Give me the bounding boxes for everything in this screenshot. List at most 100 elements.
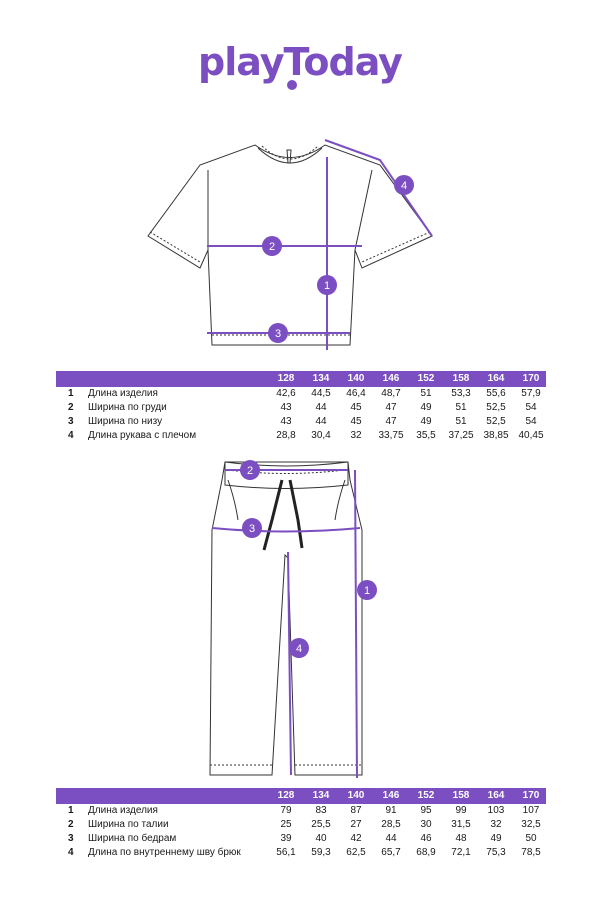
size-header: 140 xyxy=(347,790,365,801)
pants-marker-2-label: 2 xyxy=(247,465,253,477)
table-cell: 49 xyxy=(420,416,432,427)
table-cell: 51 xyxy=(455,402,467,413)
table-cell: 50 xyxy=(525,833,537,844)
table-cell: 62,5 xyxy=(346,847,366,858)
table-row: 1 Длина изделия 79 83 87 91 95 99 103 10… xyxy=(56,804,546,818)
tshirt-marker-4 xyxy=(394,175,414,195)
table-cell: 55,6 xyxy=(486,388,506,399)
tshirt-marker-4-label: 4 xyxy=(401,180,407,192)
tshirt-marker-1-label: 1 xyxy=(324,280,330,292)
table-cell: 32,5 xyxy=(521,819,541,830)
tshirt-marker-2-label: 2 xyxy=(269,241,275,253)
row-label: Длина изделия xyxy=(88,805,158,816)
table-cell: 72,1 xyxy=(451,847,471,858)
table-cell: 31,5 xyxy=(451,819,471,830)
pants-outline xyxy=(209,461,363,776)
size-header: 158 xyxy=(452,790,470,801)
table-cell: 28,5 xyxy=(381,819,401,830)
size-header: 134 xyxy=(312,373,330,384)
row-number: 2 xyxy=(68,819,74,830)
table-cell: 40,45 xyxy=(518,430,544,441)
row-number: 3 xyxy=(68,416,74,427)
pants-marker-3 xyxy=(242,518,262,538)
row-label: Ширина по низу xyxy=(88,416,163,427)
table-cell: 49 xyxy=(490,833,502,844)
table-cell: 52,5 xyxy=(486,416,506,427)
brand-logo: playToday xyxy=(198,40,403,84)
table-cell: 40 xyxy=(315,833,327,844)
tshirt-sleeve-line xyxy=(324,139,433,237)
size-header: 146 xyxy=(382,373,400,384)
size-header: 134 xyxy=(312,790,330,801)
size-header: 170 xyxy=(522,373,540,384)
row-number: 1 xyxy=(68,805,74,816)
table-cell: 107 xyxy=(522,805,540,816)
row-label: Ширина по бедрам xyxy=(88,833,177,844)
table-cell: 42,6 xyxy=(276,388,296,399)
size-header: 158 xyxy=(452,373,470,384)
table-cell: 46 xyxy=(420,833,432,844)
table-cell: 87 xyxy=(350,805,362,816)
table-row: 4 Длина по внутреннему шву брюк 56,1 59,… xyxy=(56,846,546,860)
logo-dot xyxy=(287,80,297,90)
pants-marker-1 xyxy=(357,580,377,600)
table-cell: 75,3 xyxy=(486,847,506,858)
size-header: 164 xyxy=(487,373,505,384)
table-cell: 28,8 xyxy=(276,430,296,441)
row-label: Ширина по груди xyxy=(88,402,167,413)
row-number: 3 xyxy=(68,833,74,844)
table-cell: 25,5 xyxy=(311,819,331,830)
table-cell: 91 xyxy=(385,805,397,816)
row-label: Длина по внутреннему шву брюк xyxy=(88,847,241,858)
pants-marker-4-label: 4 xyxy=(296,643,302,655)
table-cell: 43 xyxy=(280,416,292,427)
table-header: 128 134 140 146 152 158 164 170 xyxy=(56,371,546,387)
row-number: 4 xyxy=(68,847,74,858)
size-header: 152 xyxy=(417,373,435,384)
table-cell: 49 xyxy=(420,402,432,413)
size-header: 146 xyxy=(382,790,400,801)
table-cell: 48 xyxy=(455,833,467,844)
pants-length-line xyxy=(354,469,358,779)
table-cell: 38,85 xyxy=(483,430,509,441)
table-cell: 33,75 xyxy=(378,430,404,441)
table-header: 128 134 140 146 152 158 164 170 xyxy=(56,788,546,804)
table-cell: 25 xyxy=(280,819,292,830)
table-cell: 65,7 xyxy=(381,847,401,858)
table-cell: 51 xyxy=(420,388,432,399)
table-cell: 54 xyxy=(525,416,537,427)
table-cell: 32 xyxy=(350,430,362,441)
table-cell: 51 xyxy=(455,416,467,427)
table-cell: 44 xyxy=(315,402,327,413)
table-cell: 57,9 xyxy=(521,388,541,399)
table-cell: 99 xyxy=(455,805,467,816)
pants-size-table: 128 134 140 146 152 158 164 170 1 Длина … xyxy=(56,788,546,860)
table-cell: 46,4 xyxy=(346,388,366,399)
pants-drawstring-right xyxy=(288,479,304,549)
tshirt-marker-3 xyxy=(268,323,288,343)
table-cell: 42 xyxy=(350,833,362,844)
table-cell: 32 xyxy=(490,819,502,830)
table-cell: 35,5 xyxy=(416,430,436,441)
pants-marker-1-label: 1 xyxy=(364,585,370,597)
tshirt-marker-1 xyxy=(317,275,337,295)
table-cell: 54 xyxy=(525,402,537,413)
table-row: 2 Ширина по талии 25 25,5 27 28,5 30 31,… xyxy=(56,818,546,832)
size-header: 128 xyxy=(277,373,295,384)
size-header: 152 xyxy=(417,790,435,801)
table-cell: 47 xyxy=(385,416,397,427)
size-header: 164 xyxy=(487,790,505,801)
row-number: 4 xyxy=(68,430,74,441)
pants-waistband xyxy=(224,461,349,489)
table-row: 2 Ширина по груди 43 44 45 47 49 51 52,5… xyxy=(56,401,546,415)
table-cell: 44 xyxy=(385,833,397,844)
tshirt-size-table: 128 134 140 146 152 158 164 170 1 Длина … xyxy=(56,371,546,443)
table-row: 3 Ширина по низу 43 44 45 47 49 51 52,5 … xyxy=(56,415,546,429)
tshirt-marker-2 xyxy=(262,236,282,256)
table-cell: 37,25 xyxy=(448,430,474,441)
table-cell: 48,7 xyxy=(381,388,401,399)
table-cell: 45 xyxy=(350,402,362,413)
table-cell: 39 xyxy=(280,833,292,844)
pants-inseam-line xyxy=(287,551,292,776)
